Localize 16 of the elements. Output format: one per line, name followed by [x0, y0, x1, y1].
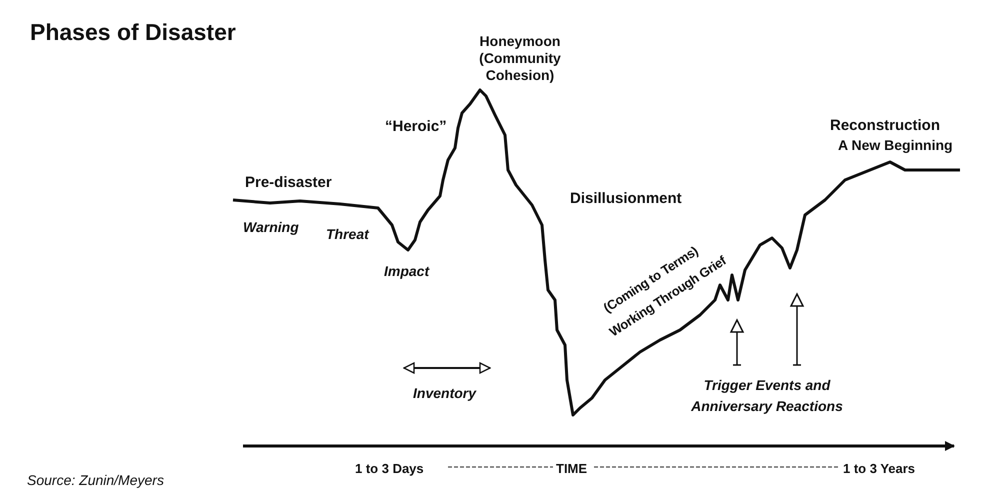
time-label: 1 to 3 Years: [843, 460, 916, 477]
stage-label: Warning: [243, 219, 299, 236]
phase-label: “Heroic”: [385, 118, 447, 135]
stage-label: Impact: [384, 263, 430, 280]
duration-label: Inventory: [413, 385, 476, 402]
stage-label: Threat: [326, 226, 369, 243]
phase-label: Pre-disaster: [245, 174, 332, 191]
phase-subtitle: A New Beginning: [838, 137, 953, 154]
phase-label: Reconstruction: [830, 117, 940, 134]
source-caption: Source: Zunin/Meyers: [27, 472, 164, 489]
annotation-text: Trigger Events and Anniversary Reactions: [690, 376, 844, 416]
phase-label: Disillusionment: [570, 190, 682, 207]
axis-title: TIME: [556, 460, 588, 477]
phase-label: Honeymoon (Community Cohesion): [478, 33, 562, 84]
diagram-title: Phases of Disaster: [30, 18, 236, 46]
time-label: 1 to 3 Days: [355, 460, 424, 477]
